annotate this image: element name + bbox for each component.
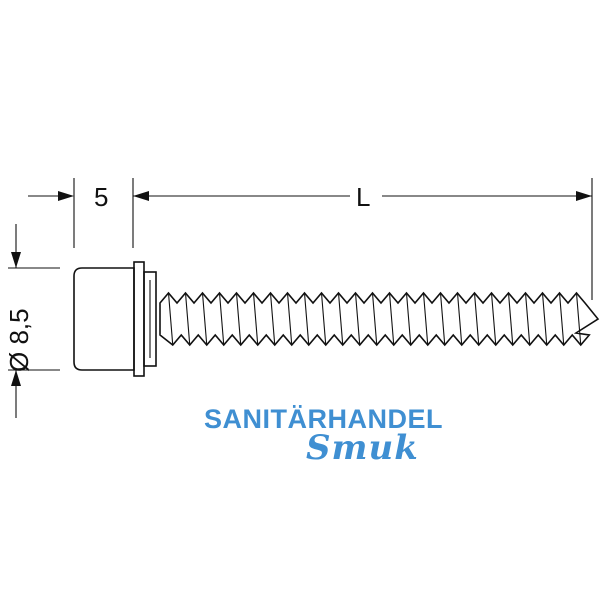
thread-line — [286, 292, 293, 346]
thread-line — [303, 292, 310, 346]
thread-line — [201, 292, 208, 346]
thread-line — [218, 292, 225, 346]
thread-line — [575, 292, 582, 346]
thread-line — [371, 292, 378, 346]
thread-line — [490, 292, 497, 346]
thread-line — [507, 292, 514, 346]
thread-line — [184, 292, 191, 346]
screw-head — [73, 261, 157, 377]
arrow-head-top — [11, 252, 21, 268]
left-dimension: Ø 8,5 — [4, 224, 60, 418]
thread-line — [388, 292, 395, 346]
screw-shank — [159, 291, 600, 347]
logo-text-sanitarhandel: SANITÄRHANDEL — [204, 404, 443, 434]
logo-text-smuk: Smuk — [306, 428, 419, 468]
thread-line — [235, 292, 242, 346]
head-height-label: 5 — [94, 182, 108, 212]
thread-line — [473, 292, 480, 346]
arrow-head-right — [576, 191, 592, 201]
thread-line — [269, 292, 276, 346]
thread-line — [354, 292, 361, 346]
thread-line — [524, 292, 531, 346]
thread-line — [337, 292, 344, 346]
thread-line — [405, 292, 412, 346]
thread-line — [167, 292, 174, 346]
arrow-head-left — [58, 191, 74, 201]
arrow-head-mid — [133, 191, 149, 201]
top-dimension: 5 L — [28, 178, 593, 300]
thread-line — [320, 292, 327, 346]
thread-line — [541, 292, 548, 346]
thread-line — [439, 292, 446, 346]
diameter-label: Ø 8,5 — [4, 308, 34, 372]
arrow-head-bottom — [11, 370, 21, 386]
thread-line — [558, 292, 565, 346]
thread-line — [252, 292, 259, 346]
thread-line — [422, 292, 429, 346]
thread-line — [456, 292, 463, 346]
length-label: L — [356, 182, 370, 212]
